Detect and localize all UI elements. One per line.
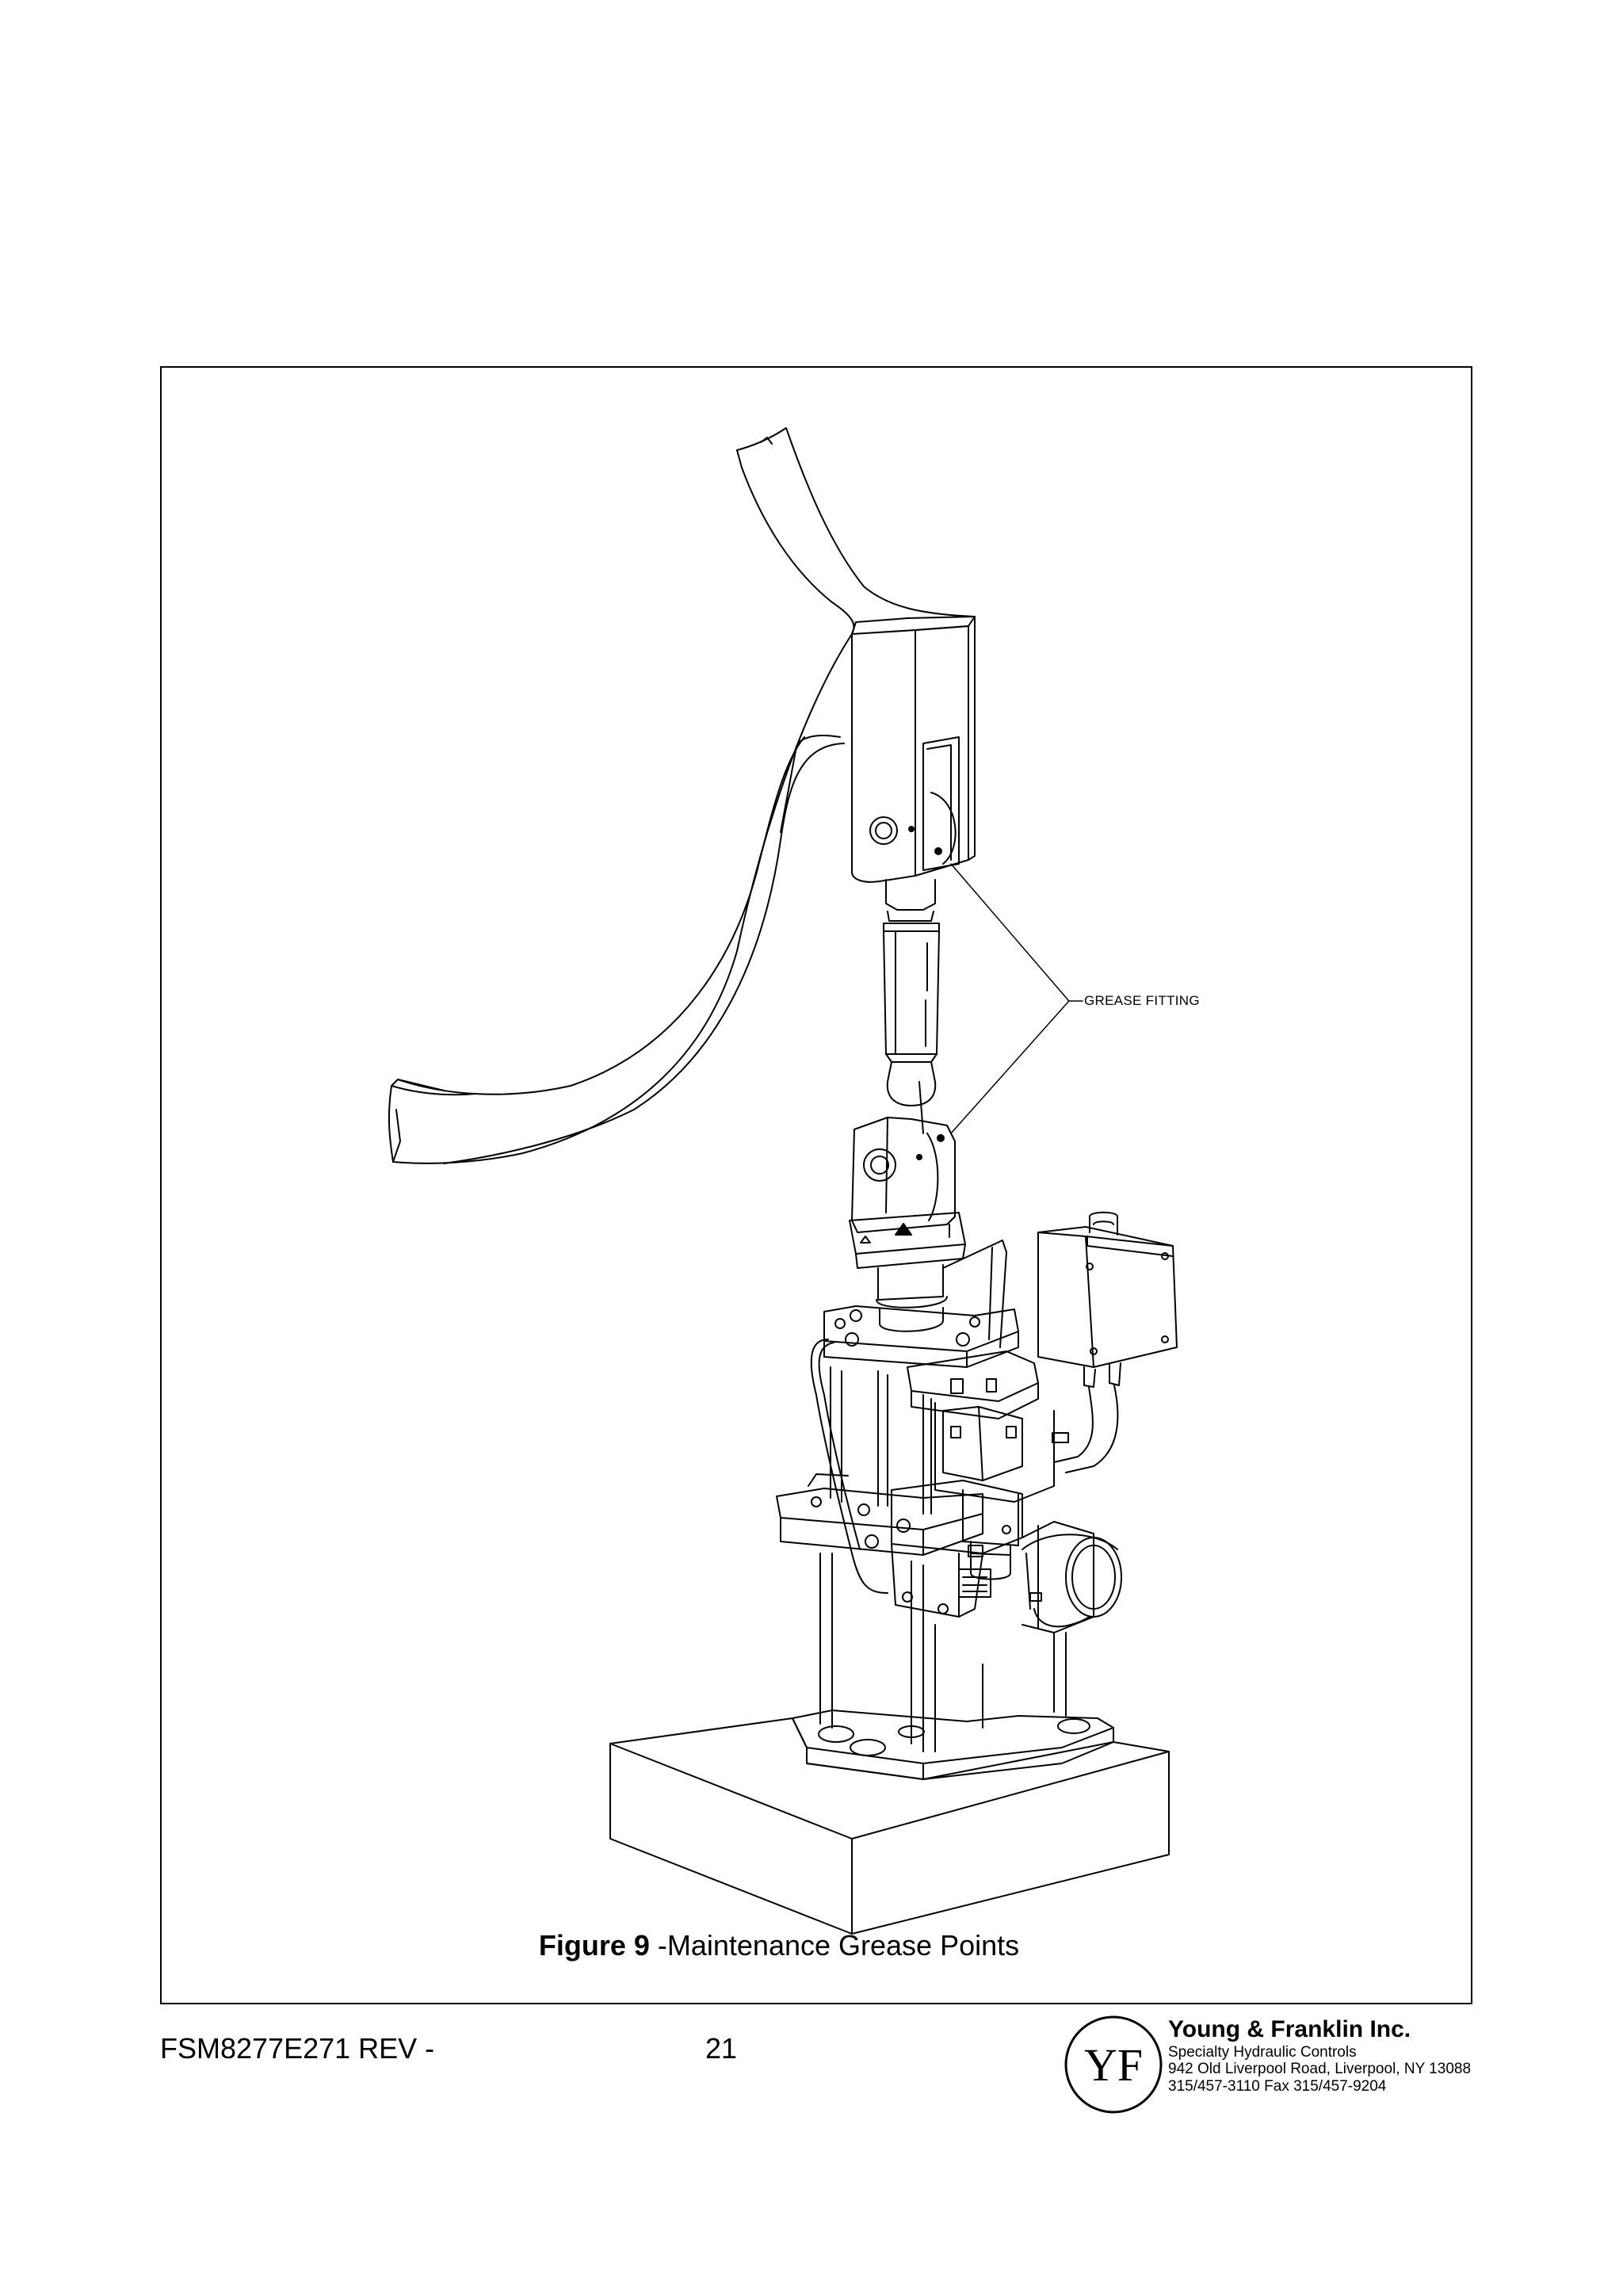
clamp-plate (776, 1473, 983, 1556)
company-address: 942 Old Liverpool Road, Liverpool, NY 13… (1168, 2061, 1472, 2078)
figure-number: Figure 9 (538, 1929, 650, 1962)
grease-fitting-label: GREASE FITTING (1084, 993, 1200, 1008)
turnbuckle-link (883, 879, 940, 1134)
grease-fitting-leader (950, 863, 1083, 1134)
load-cell-column (876, 1240, 1007, 1348)
foot-plate (792, 1710, 1114, 1780)
logo-monogram: YF (1084, 2039, 1143, 2091)
junction-box (1037, 1211, 1178, 1473)
upper-clevis (851, 616, 976, 883)
servo-body (891, 1480, 1094, 1633)
company-info: Young & Franklin Inc. Specialty Hydrauli… (1168, 2016, 1471, 2095)
base-block (609, 1717, 1170, 1935)
company-phone-fax: 315/457-3110 Fax 315/457-9204 (1168, 2078, 1387, 2095)
valve-manifold (907, 1350, 1069, 1580)
document-id: FSM8277E271 REV - (160, 2032, 435, 2065)
company-name: Young & Franklin Inc. (1168, 2016, 1411, 2042)
figure-frame (160, 366, 1472, 2004)
top-plate (823, 1305, 1019, 1368)
outlet-pipe (1022, 1534, 1122, 1628)
guide-rods (830, 1366, 932, 1515)
lower-clevis (849, 1117, 966, 1269)
figure-title: -Maintenance Grease Points (649, 1929, 1020, 1962)
company-tagline: Specialty Hydraulic Controls (1168, 2043, 1357, 2061)
company-logo: YF (1064, 2015, 1163, 2114)
curved-rail (388, 427, 976, 1164)
figure-caption: Figure 9 -Maintenance Grease Points (0, 1929, 1558, 1962)
left-tubing (810, 1339, 888, 1594)
page-number: 21 (705, 2032, 738, 2065)
